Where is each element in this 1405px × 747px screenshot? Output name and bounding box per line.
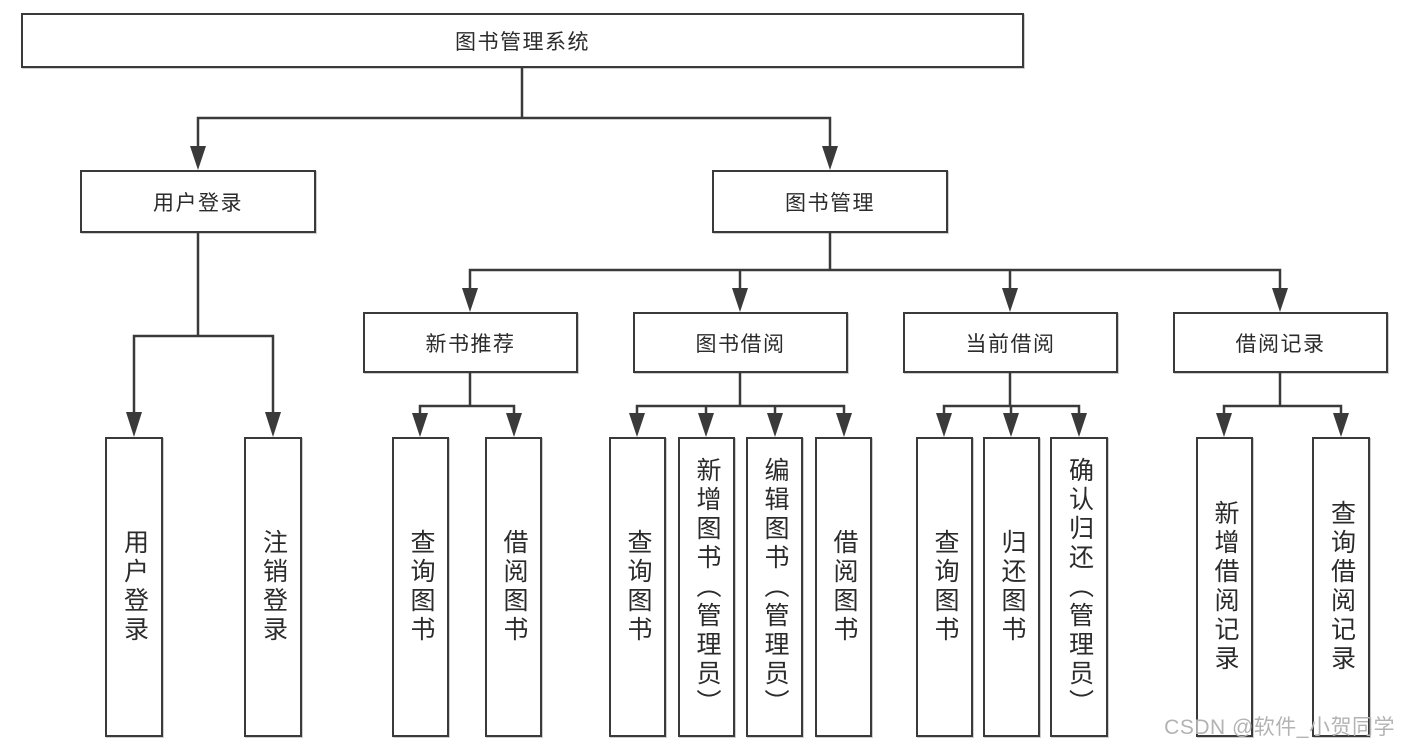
leaf-edit-book-admin: 编辑图书（管理员） xyxy=(746,437,803,737)
node-user-login: 用户登录 xyxy=(80,170,316,233)
leaf-query-borrow-record: 查询借阅记录 xyxy=(1312,437,1370,737)
leaf-query-books-current: 查询图书 xyxy=(916,437,973,737)
leaf-borrow-books-recommend: 借阅图书 xyxy=(485,437,542,737)
node-borrowing-records: 借阅记录 xyxy=(1173,312,1388,373)
leaf-user-login: 用户登录 xyxy=(105,437,163,737)
node-book-borrowing: 图书借阅 xyxy=(633,312,848,373)
node-current-borrowing: 当前借阅 xyxy=(903,312,1118,373)
watermark: CSDN @软件_小贺同学 xyxy=(1164,716,1395,739)
node-root-library-system: 图书管理系统 xyxy=(21,13,1024,68)
leaf-borrow-books: 借阅图书 xyxy=(815,437,872,737)
node-book-management: 图书管理 xyxy=(712,170,948,233)
leaf-add-borrow-record: 新增借阅记录 xyxy=(1196,437,1253,737)
leaf-add-book-admin: 新增图书（管理员） xyxy=(678,437,735,737)
node-new-book-recommend: 新书推荐 xyxy=(363,312,578,373)
leaf-confirm-return-admin: 确认归还（管理员） xyxy=(1050,437,1108,737)
leaf-query-books-recommend: 查询图书 xyxy=(392,437,449,737)
leaf-query-books-borrow: 查询图书 xyxy=(609,437,666,737)
leaf-return-book: 归还图书 xyxy=(983,437,1040,737)
leaf-logout: 注销登录 xyxy=(244,437,302,737)
